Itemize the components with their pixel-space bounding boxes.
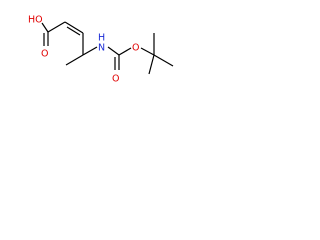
atom-label-carbonyl-oxygen: O	[112, 74, 119, 85]
bond-oether-ctbu	[140, 47, 155, 56]
atom-label-nitrogen-hydrogen: H	[98, 33, 105, 44]
bond-c2-c3-inner	[66, 26, 81, 36]
structure-diagram: HO O N H O O	[28, 15, 174, 85]
bond-ctbu-me2	[153, 54, 174, 67]
atom-label-acid-oxygen: O	[41, 49, 48, 60]
bond-c1-c2	[47, 21, 66, 33]
atom-label-hydroxyl: HO	[28, 15, 43, 26]
acid-bonds	[41, 21, 98, 66]
bond-c1-oh	[41, 22, 49, 33]
bond-n-c5	[107, 46, 120, 56]
bond-c2-c3	[64, 21, 84, 34]
bond-ctbu-me3	[148, 54, 155, 75]
bond-c4-methyl	[65, 54, 84, 66]
atom-label-ether-oxygen: O	[132, 43, 139, 54]
bond-c4-n	[82, 46, 98, 56]
atom-label-nitrogen: N	[98, 43, 105, 54]
carbamate-bonds	[107, 33, 174, 75]
bond-c5-oether	[118, 47, 132, 56]
